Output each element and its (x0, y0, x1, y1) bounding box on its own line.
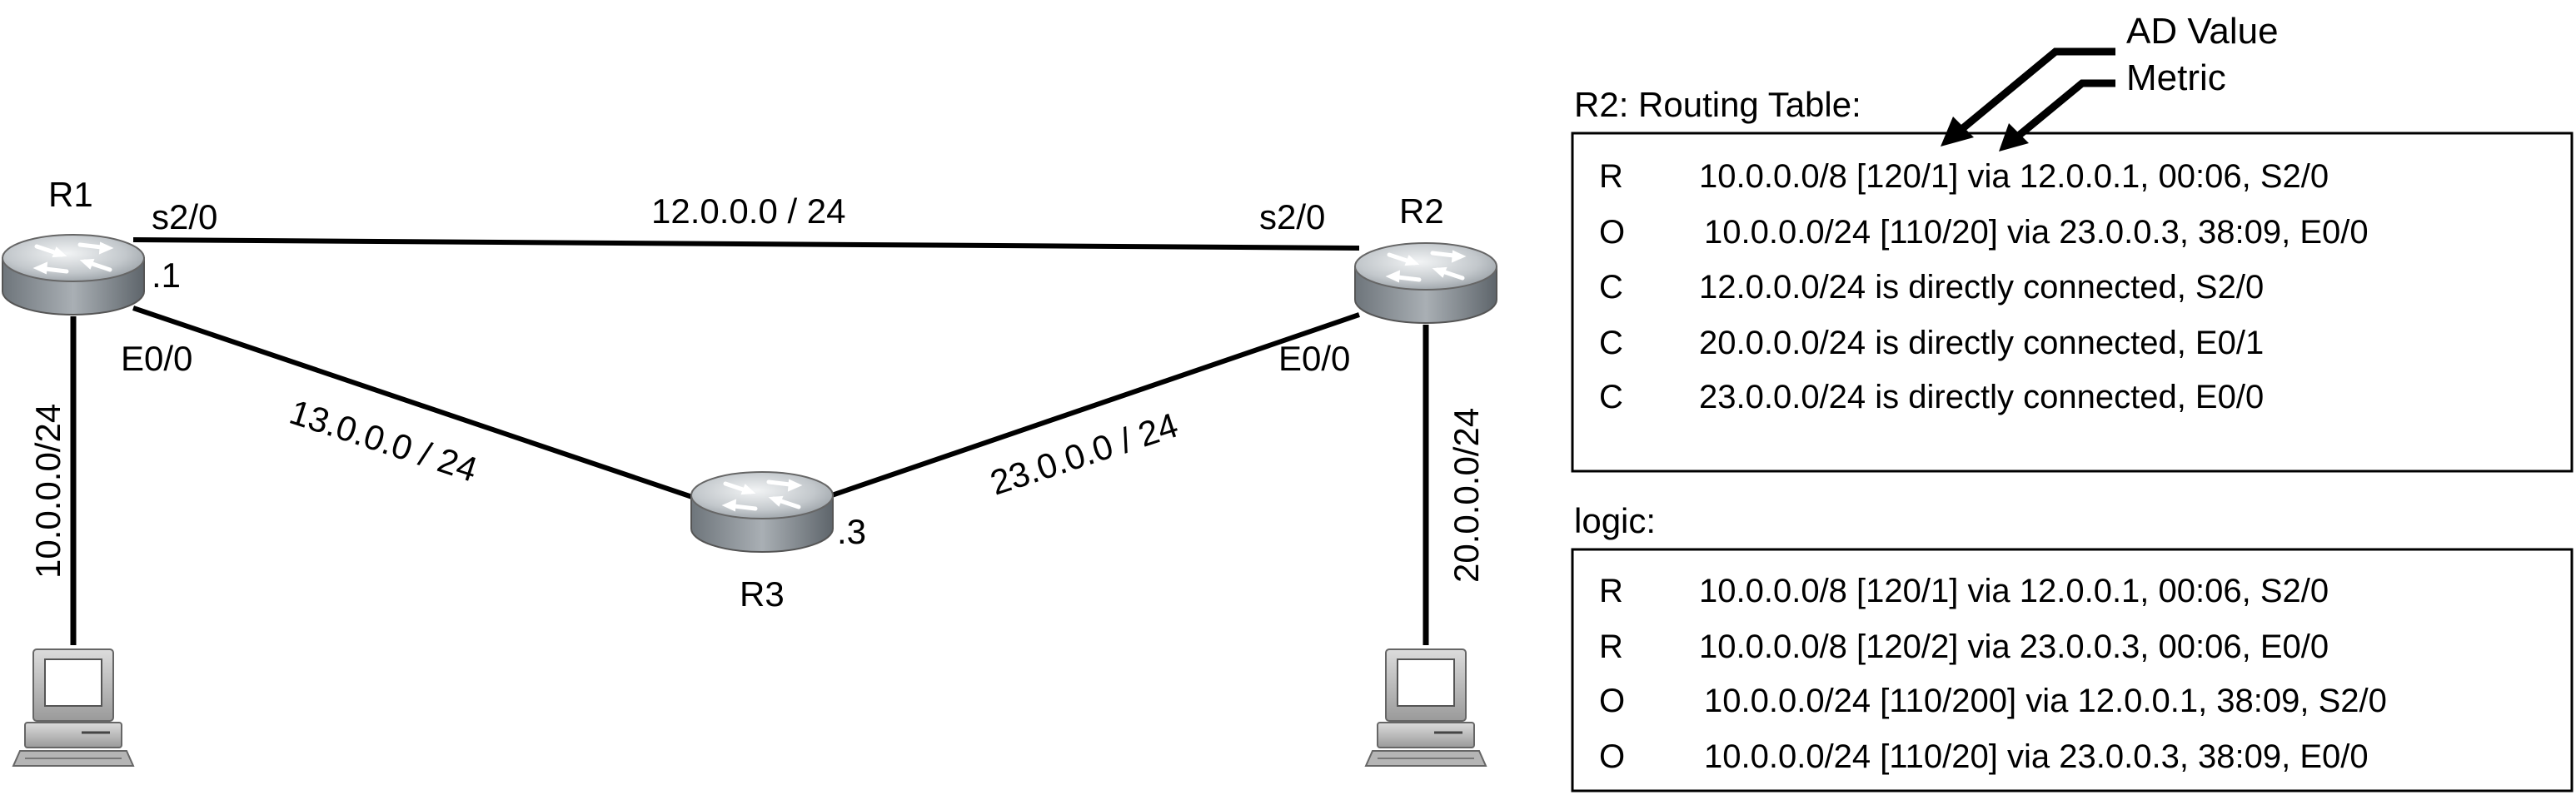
rt-row-4-text: 20.0.0.0/24 is directly connected, E0/1 (1699, 325, 2264, 361)
logic-row-2-text: 10.0.0.0/8 [120/2] via 23.0.0.3, 00:06, … (1699, 629, 2329, 665)
ad-value-annotation: AD Value (2126, 11, 2279, 52)
link-r2-lan-label: 20.0.0.0/24 (1447, 408, 1486, 583)
logic-table-rows: R 10.0.0.0/8 [120/1] via 12.0.0.1, 00:06… (1599, 573, 2387, 775)
logic-row-4-text: 10.0.0.0/24 [110/20] via 23.0.0.3, 38:09… (1704, 738, 2369, 775)
pc-r1-lan-icon[interactable] (12, 648, 135, 768)
router-r2-icon[interactable] (1355, 243, 1497, 323)
metric-annotation: Metric (2126, 57, 2226, 98)
rt-row-5-text: 23.0.0.0/24 is directly connected, E0/0 (1699, 379, 2264, 415)
routing-table-title: R2: Routing Table: (1574, 85, 1861, 124)
logic-table-box (1571, 548, 2574, 793)
logic-table-title: logic: (1574, 501, 1656, 540)
link-r1-r2 (132, 237, 1360, 251)
rt-row-5-code: C (1599, 379, 1623, 415)
router-r2-serial-label: s2/0 (1259, 197, 1325, 236)
pc-r2-lan-icon[interactable] (1364, 648, 1487, 768)
rt-row-3-text: 12.0.0.0/24 is directly connected, S2/0 (1699, 269, 2264, 306)
link-r1-r3 (132, 306, 700, 502)
rt-row-1-code: R (1599, 158, 1623, 195)
routing-table-box (1571, 132, 2574, 473)
router-r1-name: R1 (48, 175, 93, 214)
router-r1-host-label: .1 (152, 256, 181, 295)
rt-row-1-text: 10.0.0.0/8 [120/1] via 12.0.0.1, 00:06, … (1699, 158, 2329, 195)
logic-row-4-code: O (1599, 738, 1625, 775)
router-r1-icon[interactable] (2, 235, 144, 315)
router-r1-serial-label: s2/0 (152, 197, 217, 236)
link-r2-r3 (824, 312, 1360, 500)
link-r1-r3-label: 13.0.0.0 / 24 (285, 392, 482, 489)
routing-table-rows: R 10.0.0.0/8 [120/1] via 12.0.0.1, 00:06… (1599, 158, 2369, 415)
rt-row-4-code: C (1599, 325, 1623, 361)
metric-arrow (2013, 79, 2115, 142)
router-r2-name: R2 (1399, 191, 1444, 231)
logic-row-3-code: O (1599, 683, 1625, 719)
logic-row-2-code: R (1599, 629, 1623, 665)
router-r3-host-label: .3 (837, 512, 866, 551)
logic-row-1-text: 10.0.0.0/8 [120/1] via 12.0.0.1, 00:06, … (1699, 573, 2329, 609)
rt-row-2-code: O (1599, 214, 1625, 251)
ad-value-arrow (1956, 47, 2115, 135)
logic-row-1-code: R (1599, 573, 1623, 609)
router-r3-name: R3 (740, 574, 785, 614)
metric-arrowhead (1999, 123, 2029, 152)
router-r1-eth-label: E0/0 (121, 339, 192, 378)
logic-row-3-text: 10.0.0.0/24 [110/200] via 12.0.0.1, 38:0… (1704, 683, 2387, 719)
rt-row-2-text: 10.0.0.0/24 [110/20] via 23.0.0.3, 38:09… (1704, 214, 2369, 251)
ad-value-arrowhead (1941, 117, 1974, 147)
rt-row-3-code: C (1599, 269, 1623, 306)
router-r2-eth-label: E0/0 (1278, 339, 1350, 378)
router-r3-icon[interactable] (691, 472, 833, 552)
link-r1-lan-label: 10.0.0.0/24 (28, 404, 67, 579)
link-r1-r2-label: 12.0.0.0 / 24 (651, 191, 846, 231)
link-r2-r3-label: 23.0.0.0 / 24 (985, 405, 1183, 503)
